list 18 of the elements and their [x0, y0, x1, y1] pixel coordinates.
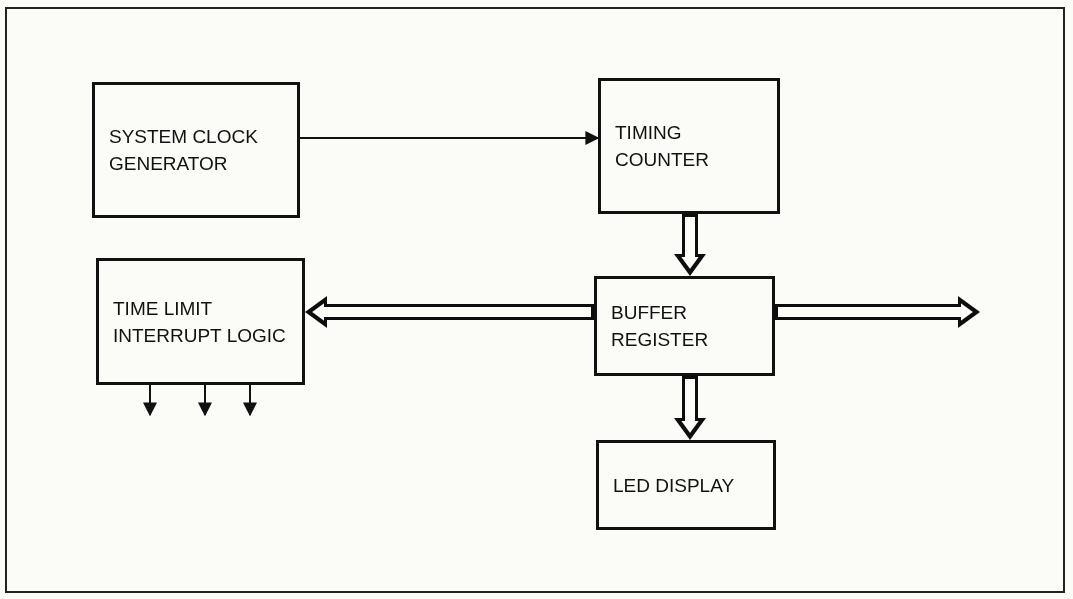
block-label: TIMING COUNTER — [615, 121, 710, 172]
block-box — [92, 82, 300, 218]
arrow — [243, 384, 257, 417]
block-box — [596, 440, 776, 530]
block-label: LED DISPLAY — [613, 473, 736, 498]
bus-arrow — [674, 214, 706, 276]
block-label: TIME LIMIT INTERRUPT LOGIC — [113, 296, 287, 348]
bus-arrow — [674, 376, 706, 440]
block-label: BUFFER REGISTER — [611, 301, 710, 352]
block-box — [96, 258, 305, 385]
block-label: SYSTEM CLOCK GENERATOR — [109, 125, 259, 176]
arrow — [299, 131, 600, 145]
bus-arrow — [305, 296, 594, 328]
block-box — [594, 276, 775, 376]
arrow — [143, 384, 157, 417]
bus-arrow — [775, 296, 980, 328]
block-box — [598, 78, 780, 214]
arrow — [198, 384, 212, 417]
